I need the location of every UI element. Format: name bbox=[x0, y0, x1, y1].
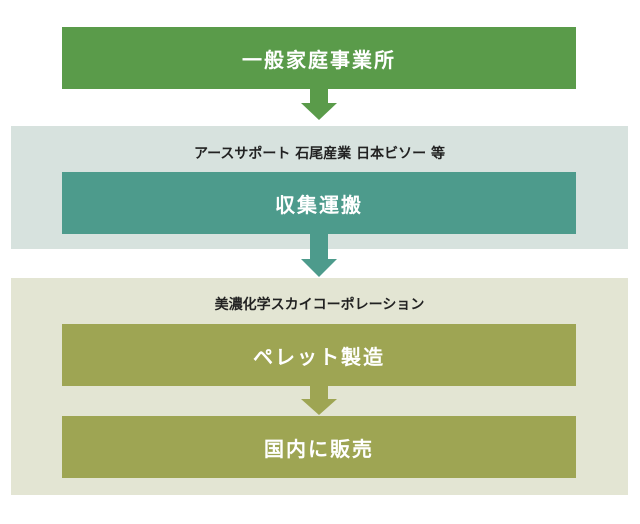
down-arrow-icon bbox=[301, 89, 337, 120]
source-label: 一般家庭事業所 bbox=[242, 47, 396, 72]
sales-label: 国内に販売 bbox=[264, 436, 374, 461]
sales-box: 国内に販売 bbox=[62, 416, 576, 478]
pellet-box: ペレット製造 bbox=[62, 324, 576, 386]
collection-box: 収集運搬 bbox=[62, 172, 576, 234]
processing-company: 美濃化学スカイコーポレーション bbox=[214, 297, 425, 313]
pellet-label: ペレット製造 bbox=[253, 344, 385, 369]
source-box: 一般家庭事業所 bbox=[62, 27, 576, 89]
down-arrow-icon bbox=[301, 386, 337, 415]
collection-label: 収集運搬 bbox=[275, 192, 363, 217]
collection-companies: アースサポート 石尾産業 日本ビソー 等 bbox=[193, 146, 446, 162]
down-arrow-icon bbox=[301, 234, 337, 277]
